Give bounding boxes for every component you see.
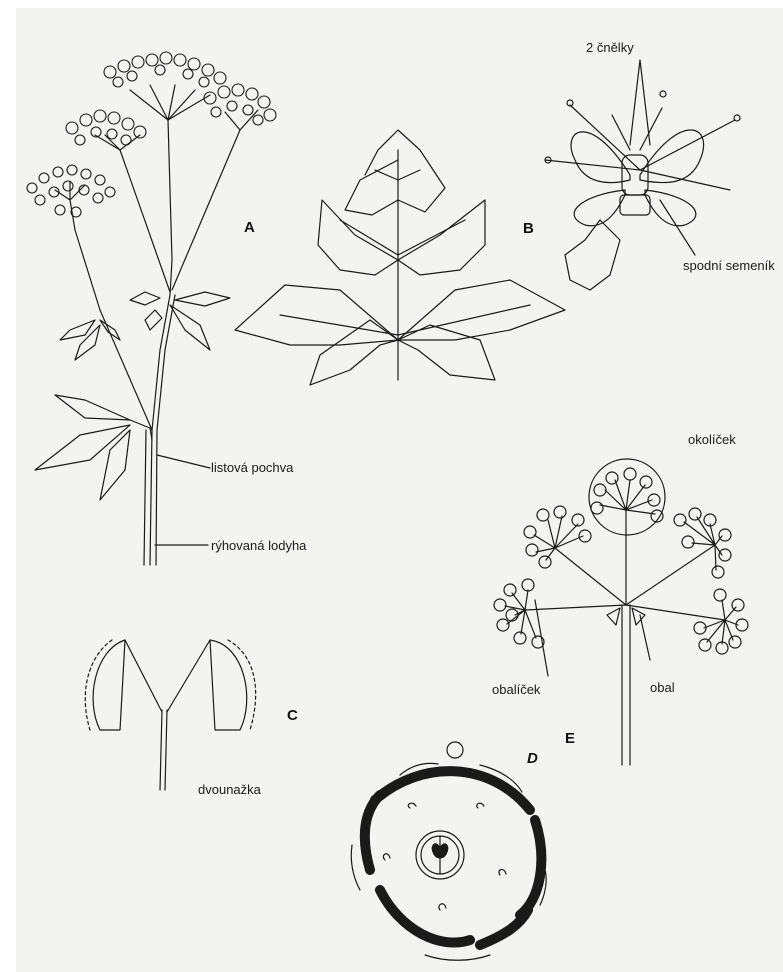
- label-stem: rýhovaná lodyha: [211, 538, 306, 553]
- label-involucel: obalíček: [492, 682, 540, 697]
- fruit-drawing-c: [85, 640, 255, 790]
- panel-letter-b: B: [523, 220, 534, 237]
- leader-sheath: [157, 455, 210, 468]
- panel-letter-d: D: [527, 750, 538, 767]
- panel-letter-e: E: [565, 730, 575, 747]
- label-involucre: obal: [650, 680, 675, 695]
- leaf-drawing-b: [235, 130, 565, 385]
- panel-letter-a: A: [244, 219, 255, 236]
- flower-drawing-b: [545, 60, 740, 290]
- label-umbellet: okolíček: [688, 432, 736, 447]
- plant-drawing-a: [27, 52, 276, 565]
- floral-diagram-d: [351, 742, 546, 960]
- label-fruit: dvounažka: [198, 782, 261, 797]
- panel-letter-c: C: [287, 707, 298, 724]
- umbel-diagram-e: [494, 459, 748, 765]
- label-sheath: listová pochva: [211, 460, 293, 475]
- label-ovary: spodní semeník: [683, 258, 775, 273]
- label-styles: 2 čnělky: [586, 40, 634, 55]
